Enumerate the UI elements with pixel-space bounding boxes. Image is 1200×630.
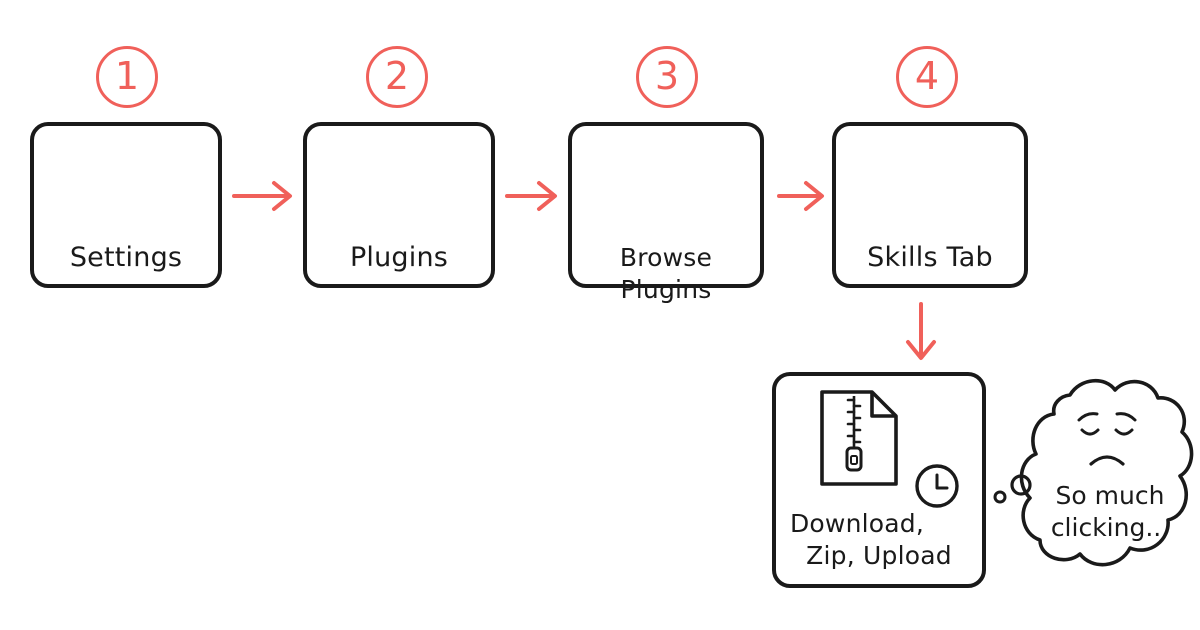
step-number-2: 2: [366, 46, 428, 108]
step-box-download-zip-upload: Download, Zip, Upload: [772, 372, 986, 588]
sad-face-icon: [1077, 412, 1137, 466]
step-number-1: 1: [96, 46, 158, 108]
step-box-browse-plugins: Browse Plugins: [568, 122, 764, 304]
final-label-line2: Zip, Upload: [806, 541, 952, 570]
step-box-plugins: Plugins: [303, 122, 495, 288]
thought-text-line2: clicking...: [1050, 513, 1170, 542]
step-label-plugins: Plugins: [349, 242, 449, 273]
clock-icon: [915, 464, 959, 508]
step-label-settings: Settings: [69, 242, 183, 273]
zip-file-icon: [820, 390, 898, 486]
final-label-line1: Download,: [789, 509, 924, 538]
thought-cloud: [1019, 379, 1194, 567]
step-number-3: 3: [636, 46, 698, 108]
step-box-settings: Settings: [30, 122, 222, 288]
arrow-3-to-4: [777, 181, 824, 211]
arrow-2-to-3: [505, 181, 557, 211]
arrow-1-to-2: [232, 181, 292, 211]
step-label-skills-tab: Skills Tab: [867, 242, 993, 273]
thought-text-line1: So much: [1055, 481, 1165, 510]
step-box-skills-tab: Skills Tab: [832, 122, 1028, 288]
arrow-4-to-final: [906, 302, 936, 360]
step-number-4: 4: [896, 46, 958, 108]
step-label-browse-plugins: Browse Plugins: [619, 243, 713, 304]
